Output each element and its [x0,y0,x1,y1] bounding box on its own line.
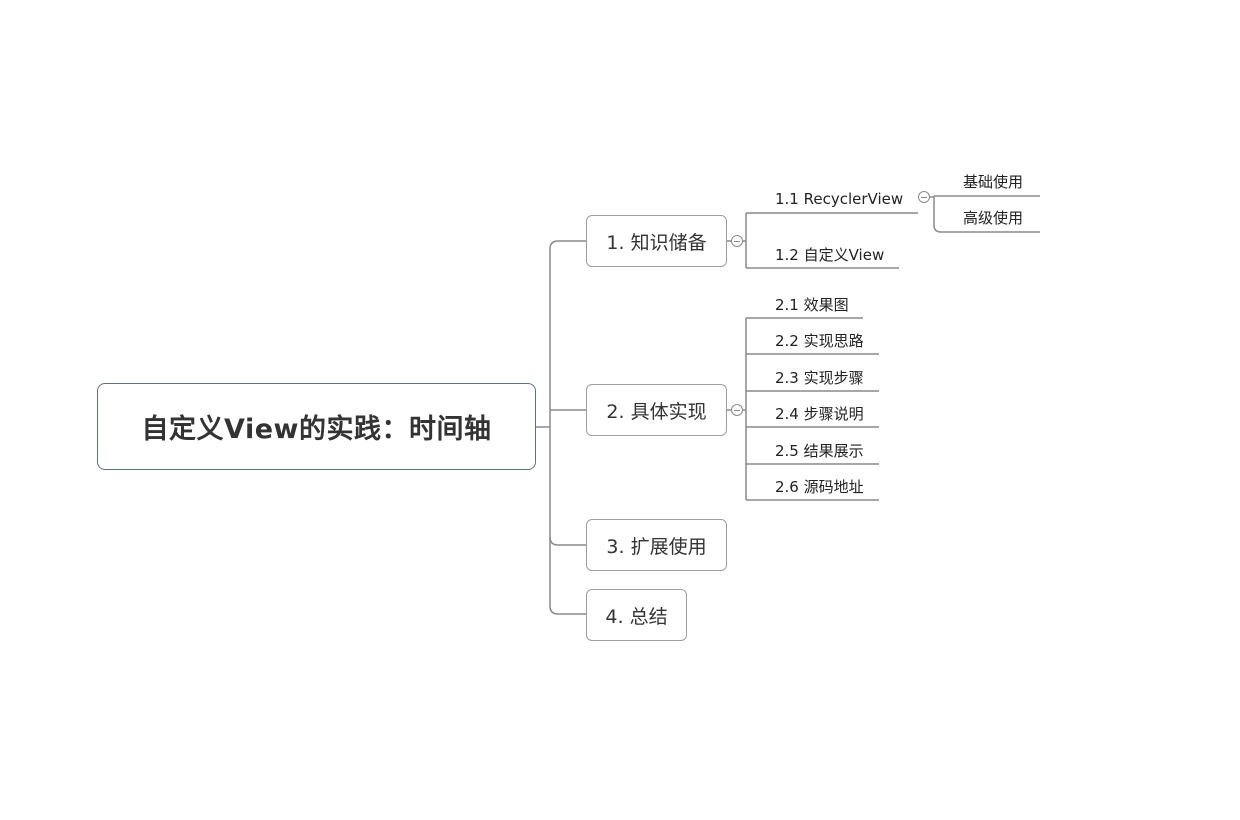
subtopic-2-1[interactable]: 2.1 效果图 [775,293,849,315]
root-topic-label: 自定义View的实践：时间轴 [141,414,492,445]
branch-label: 2. 具体实现 [606,400,707,423]
subtopic-label: 2.2 实现思路 [775,331,864,350]
subtopic-label: 1.2 自定义View [775,245,885,264]
branch-label: 4. 总结 [605,605,668,628]
leaf-label: 高级使用 [963,208,1024,227]
subtopic-2-2[interactable]: 2.2 实现思路 [775,329,864,351]
branch-implementation[interactable]: 2. 具体实现 [586,384,727,436]
subtopic-label: 2.4 步骤说明 [775,404,864,423]
subtopic-2-6[interactable]: 2.6 源码地址 [775,475,864,497]
branch-knowledge[interactable]: 1. 知识储备 [586,215,727,267]
subtopic-label: 2.1 效果图 [775,295,849,314]
collapse-icon[interactable] [731,235,743,247]
branch-3-connector [549,536,586,546]
collapse-icon[interactable] [731,404,743,416]
root-topic[interactable]: 自定义View的实践：时间轴 [97,383,536,470]
subtopic-recyclerview[interactable]: 1.1 RecyclerView [775,188,903,210]
leaf-advanced-usage[interactable]: 高级使用 [963,206,1023,228]
collapse-icon[interactable] [918,191,930,203]
branch-label: 3. 扩展使用 [606,535,707,558]
subtopic-2-4[interactable]: 2.4 步骤说明 [775,402,864,424]
leaf-basic-usage[interactable]: 基础使用 [963,170,1023,192]
branch-label: 1. 知识储备 [606,231,707,254]
branch-extension[interactable]: 3. 扩展使用 [586,519,727,571]
subtopic-label: 1.1 RecyclerView [775,190,904,208]
subtopic-2-5[interactable]: 2.5 结果展示 [775,439,864,461]
leaf-label: 基础使用 [963,172,1024,191]
subtopic-label: 2.3 实现步骤 [775,368,864,387]
subtopic-custom-view[interactable]: 1.2 自定义View [775,243,884,265]
subtopic-2-3[interactable]: 2.3 实现步骤 [775,366,864,388]
branch-summary[interactable]: 4. 总结 [586,589,687,641]
trunk-connector [549,240,586,615]
subtopic-label: 2.5 结果展示 [775,441,864,460]
subtopic-label: 2.6 源码地址 [775,477,864,496]
